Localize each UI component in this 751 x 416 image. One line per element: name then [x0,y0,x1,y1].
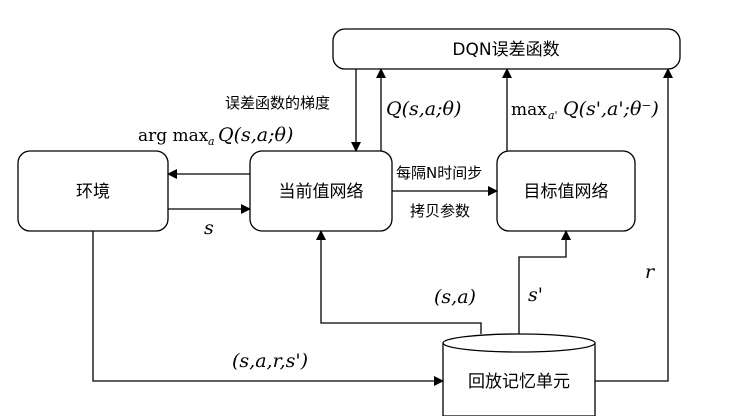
sample-sa-label: (s,a) [434,286,476,308]
env-node: 环境 [17,150,169,232]
state-label: s [204,217,214,239]
transition-label: (s,a,r,s') [232,350,308,372]
gradient-label: 误差函数的梯度 [225,94,330,112]
replay-memory-node-label: 回放记忆单元 [468,372,570,392]
q-target-max-text: max [511,100,547,120]
action-sub-text: a [208,135,215,148]
loss-node: DQN误差函数 [332,28,681,70]
q-target-expr-text: Q(s',a';θ⁻) [563,98,659,120]
sample-sa-arrow [316,230,482,334]
q-target-label: max a' Q(s',a';θ⁻) [511,98,659,122]
target-net-node: 目标值网络 [496,150,636,232]
current-net-node: 当前值网络 [249,150,393,232]
current-net-node-label: 当前值网络 [279,182,364,202]
env-node-label: 环境 [76,182,110,202]
replay-memory-node: 回放记忆单元 [442,333,596,416]
reward-arrow [595,68,673,382]
copy-params-label: 拷贝参数 [410,202,470,220]
sample-next-arrow [518,230,571,334]
action-expr-text: Q(s,a;θ) [218,124,293,146]
loss-node-label: DQN误差函数 [452,40,559,60]
transition-arrow [92,231,444,386]
reward-label: r [645,261,656,283]
copy-every-label: 每隔N时间步 [396,164,482,182]
action-argmax-text: arg max [138,126,209,146]
q-target-sub-text: a' [548,109,558,122]
action-label: arg max a Q(s,a;θ) [138,124,293,148]
target-net-node-label: 目标值网络 [524,182,609,202]
sample-next-label: s' [528,284,543,306]
q-current-label: Q(s,a;θ) [386,98,461,120]
